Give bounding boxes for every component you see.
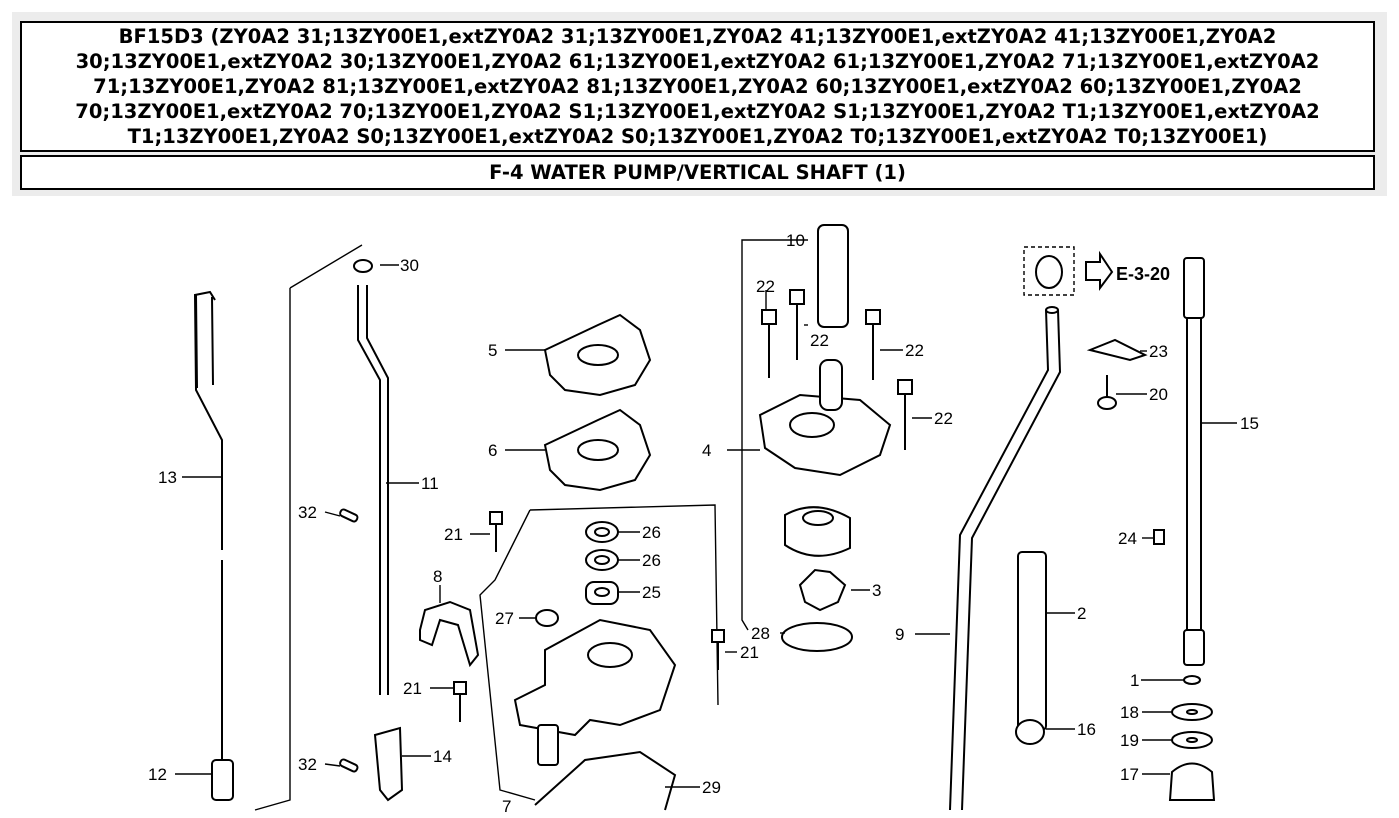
label-26b: 26 [642, 551, 661, 570]
label-13: 13 [158, 468, 177, 487]
label-24: 24 [1118, 529, 1137, 548]
part-28-oring [781, 622, 853, 652]
label-6: 6 [488, 441, 497, 460]
part-21-bolt-c [711, 629, 725, 670]
part-22-bolt-a [761, 309, 777, 378]
label-25: 25 [642, 583, 661, 602]
model-title: BF15D3 (ZY0A2 31;13ZY00E1,extZY0A2 31;13… [75, 25, 1320, 148]
part-18-washer [1171, 703, 1213, 721]
part-14-clip [373, 726, 404, 802]
label-4: 4 [702, 441, 711, 460]
label-11: 11 [421, 474, 439, 493]
part-15-shaft [1183, 257, 1205, 666]
part-27-seal [535, 609, 559, 627]
label-14: 14 [433, 747, 452, 766]
label-21b: 21 [403, 679, 422, 698]
part-21-bolt-b [453, 681, 467, 722]
part-6-plate [543, 408, 652, 492]
label-32b: 32 [298, 755, 317, 774]
label-28: 28 [751, 624, 770, 643]
part-32-pin-upper [339, 508, 359, 523]
part-32-pin-lower [339, 758, 359, 773]
group-bracket-line [254, 244, 363, 811]
part-12-collar [211, 759, 234, 801]
header-panel: BF15D3 (ZY0A2 31;13ZY00E1,extZY0A2 31;13… [12, 12, 1387, 196]
part-10-bracket [741, 239, 808, 631]
part-9-tube [949, 306, 1062, 811]
exploded-view: E-3-20 [148, 224, 1259, 816]
part-22-bolt-b [789, 289, 805, 360]
label-23: 23 [1149, 342, 1168, 361]
part-11-rod [357, 285, 389, 695]
part-1-washer [1183, 675, 1201, 685]
part-13-rod [193, 290, 223, 760]
label-27: 27 [495, 609, 514, 628]
part-4-pump-body [758, 359, 892, 477]
label-9: 9 [895, 625, 904, 644]
part-10-sleeve [817, 224, 849, 328]
part-17-gear [1168, 762, 1216, 801]
label-22c: 22 [905, 341, 924, 360]
title-box: BF15D3 (ZY0A2 31;13ZY00E1,extZY0A2 31;13… [20, 21, 1375, 152]
label-32a: 32 [298, 503, 317, 522]
part-30-nut [353, 259, 373, 273]
label-18: 18 [1120, 703, 1139, 722]
part-25-bearing [585, 581, 619, 605]
part-22-bolt-c [865, 309, 881, 380]
label-12: 12 [148, 765, 167, 784]
label-3: 3 [872, 581, 881, 600]
label-22b: 22 [810, 331, 829, 350]
part-16-grommet [1015, 719, 1045, 745]
part-26-seal-b [585, 549, 619, 571]
part-3-impeller-cup [784, 506, 851, 557]
part-21-bolt-a [489, 511, 503, 552]
label-15: 15 [1240, 414, 1259, 433]
label-26a: 26 [642, 523, 661, 542]
part-20-bolt [1097, 375, 1117, 410]
label-1: 1 [1130, 671, 1139, 690]
part-24-key [1153, 529, 1165, 545]
part-19-washer [1171, 731, 1213, 749]
label-5: 5 [488, 341, 497, 360]
part-22-bolt-d [897, 379, 913, 450]
parts-diagram: E-3-20 [0, 200, 1399, 818]
label-20: 20 [1149, 385, 1168, 404]
label-22a: 22 [756, 277, 775, 296]
label-22d: 22 [934, 409, 953, 428]
section-title: F-4 WATER PUMP/VERTICAL SHAFT (1) [489, 161, 906, 184]
part-8-gasket [419, 600, 480, 668]
part-7-housing [513, 618, 677, 766]
label-2: 2 [1077, 604, 1086, 623]
reference-label: E-3-20 [1116, 264, 1170, 284]
part-26-seal-a [585, 521, 619, 543]
label-17: 17 [1120, 765, 1139, 784]
part-23-plate [1086, 338, 1148, 362]
label-30: 30 [400, 256, 419, 275]
part-5-plate [543, 313, 652, 397]
label-19: 19 [1120, 731, 1139, 750]
part-2-pipe [1017, 551, 1047, 731]
label-16: 16 [1077, 720, 1096, 739]
label-8: 8 [433, 567, 442, 586]
leader-lines [175, 264, 1237, 788]
label-29: 29 [702, 778, 721, 797]
label-7: 7 [502, 797, 511, 816]
reference-box: E-3-20 [1023, 246, 1170, 296]
label-21a: 21 [444, 525, 463, 544]
subtitle-box: F-4 WATER PUMP/VERTICAL SHAFT (1) [20, 155, 1375, 190]
part-3-impeller [798, 568, 847, 612]
label-21c: 21 [740, 643, 759, 662]
part-labels: 13 12 30 11 32 32 14 5 6 8 21 21 21 26 2… [148, 231, 1259, 816]
label-10: 10 [786, 231, 805, 250]
